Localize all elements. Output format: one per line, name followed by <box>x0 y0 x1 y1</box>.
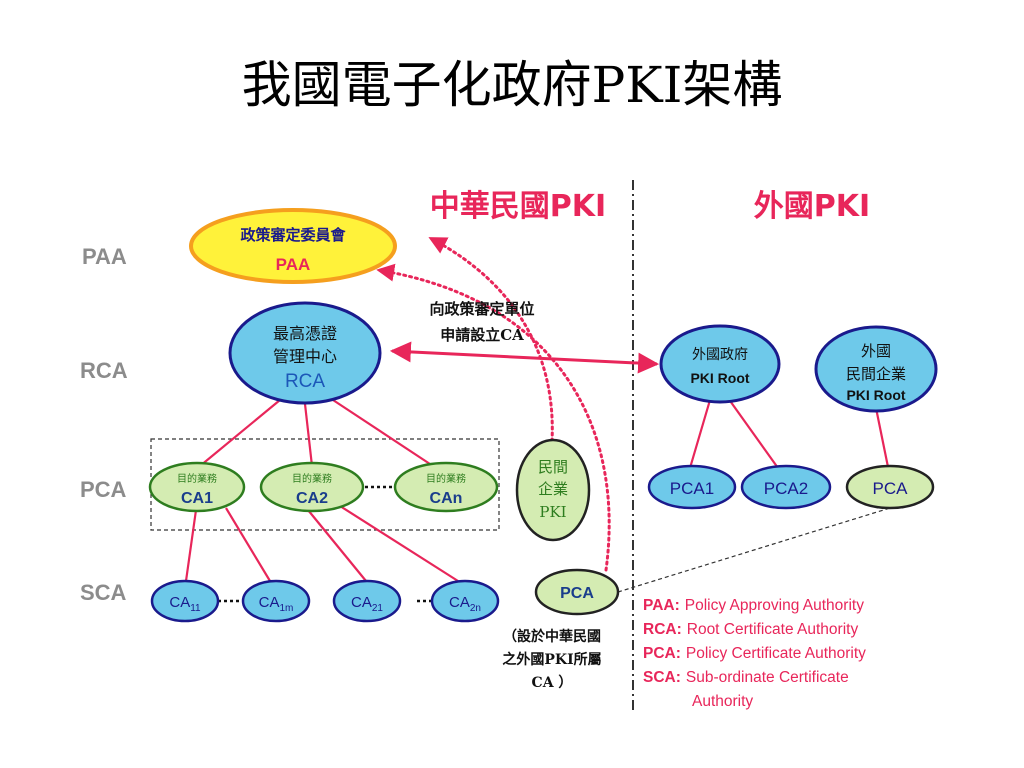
foreign-pca2-node: PCA2 <box>740 464 832 510</box>
svg-text:CA1m: CA1m <box>259 594 294 614</box>
paa-node-label: 政策審定委員會 <box>240 226 346 244</box>
level-label-paa: PAA <box>82 244 127 269</box>
sca-node-ca11: CA11 <box>150 579 220 623</box>
pca-node-abbr: CAn <box>430 490 463 507</box>
sca-base: CA <box>259 594 280 611</box>
legend: PAA: Policy Approving Authority RCA: Root … <box>643 597 866 710</box>
sca-node-ca2n: CA2n <box>430 579 500 623</box>
pca-node-top: 目的業務 <box>292 472 332 485</box>
rca-node-abbr: RCA <box>285 371 325 392</box>
apply-note-line2: 申請設立CA <box>440 326 524 344</box>
legend-row: RCA: Root Certificate Authority <box>643 621 858 638</box>
foreign-corp-pca-node: PCA <box>845 464 935 510</box>
level-label-sca: SCA <box>80 580 127 605</box>
pca-node-ca2: 目的業務 CA2 <box>259 461 365 513</box>
level-label-pca: PCA <box>80 477 127 502</box>
sca-sub: 2n <box>470 603 481 614</box>
legend-key: PAA: <box>643 597 680 614</box>
private-pki-line1: 民間 <box>538 458 568 476</box>
domestic-pki-heading: 中華民國PKI <box>430 189 606 224</box>
apply-arrow-private <box>428 236 554 443</box>
domestic-pca-label: PCA <box>560 585 594 602</box>
slide-title: 我國電子化政府PKI架構 <box>241 56 783 114</box>
pca-node-ca1: 目的業務 CA1 <box>148 461 246 513</box>
foreign-pca2-label: PCA2 <box>764 479 808 498</box>
legend-value: Policy Certificate Authority <box>686 645 866 662</box>
legend-continuation: Authority <box>692 693 753 710</box>
apply-note-line1: 向政策審定單位 <box>429 300 534 318</box>
legend-key: RCA: <box>643 621 682 638</box>
tree-connectors <box>184 397 890 582</box>
legend-row: SCA: Sub-ordinate Certificate <box>643 669 849 686</box>
cross-cert-arrow <box>389 341 660 374</box>
pca-node-can: 目的業務 CAn <box>393 461 499 513</box>
private-pki-line3: PKI <box>539 503 566 521</box>
sca-sub: 21 <box>372 603 384 614</box>
private-pki-line2: 企業 <box>538 480 568 498</box>
legend-value: Root Certificate Authority <box>687 621 859 638</box>
sca-base: CA <box>449 594 470 611</box>
domestic-pca-note-line2: 之外國PKI所屬 <box>502 651 601 668</box>
rca-node-line1: 最高憑證 <box>273 324 337 343</box>
foreign-pca1-label: PCA1 <box>670 479 714 498</box>
paa-node: 政策審定委員會 PAA <box>189 208 397 284</box>
pca-node-abbr: CA2 <box>296 490 328 507</box>
legend-value: Sub-ordinate Certificate <box>686 669 849 686</box>
domestic-pca-note-line1: （設於中華民國 <box>503 628 601 645</box>
level-label-rca: RCA <box>80 358 128 383</box>
legend-row: PCA: Policy Certificate Authority <box>643 645 866 662</box>
foreign-corp-pca-label: PCA <box>873 479 909 498</box>
svg-text:CA21: CA21 <box>351 594 383 614</box>
foreign-corp-root-node: 外國 民間企業 PKI Root <box>814 325 938 413</box>
sca-sub: 1m <box>279 603 293 614</box>
foreign-corp-line1: 外國 <box>861 342 891 360</box>
legend-value: Policy Approving Authority <box>685 597 864 614</box>
domestic-pca-note-line3: CA ） <box>532 675 573 691</box>
svg-text:CA11: CA11 <box>169 594 201 614</box>
domestic-foreign-pca-node: PCA <box>534 568 620 616</box>
pca-node-top: 目的業務 <box>177 472 217 485</box>
legend-key: PCA: <box>643 645 681 662</box>
sibling-dots <box>218 485 432 603</box>
sca-node-ca21: CA21 <box>332 579 402 623</box>
pca-node-top: 目的業務 <box>426 472 466 485</box>
legend-row: PAA: Policy Approving Authority <box>643 597 864 614</box>
sca-sub: 11 <box>190 603 201 614</box>
private-pki-node: 民間 企業 PKI <box>515 438 591 542</box>
foreign-corp-line2: 民間企業 <box>846 365 906 383</box>
foreign-pca1-node: PCA1 <box>647 464 737 510</box>
foreign-pki-heading: 外國PKI <box>754 189 870 224</box>
foreign-gov-line1: 外國政府 <box>692 347 748 363</box>
apply-arrow-pca <box>376 263 611 572</box>
foreign-gov-line2: PKI Root <box>690 370 749 386</box>
rca-node-line2: 管理中心 <box>273 347 337 366</box>
foreign-gov-root-node: 外國政府 PKI Root <box>659 324 781 404</box>
pca-node-abbr: CA1 <box>181 490 213 507</box>
foreign-corp-line3: PKI Root <box>846 387 905 403</box>
rca-node: 最高憑證 管理中心 RCA <box>228 301 382 405</box>
pca-cross-link <box>617 507 891 593</box>
legend-key: SCA: <box>643 669 681 686</box>
sca-node-ca1m: CA1m <box>241 579 311 623</box>
paa-node-abbr: PAA <box>276 255 311 274</box>
svg-text:CA2n: CA2n <box>449 594 481 614</box>
sca-base: CA <box>169 594 190 611</box>
sca-base: CA <box>351 594 372 611</box>
